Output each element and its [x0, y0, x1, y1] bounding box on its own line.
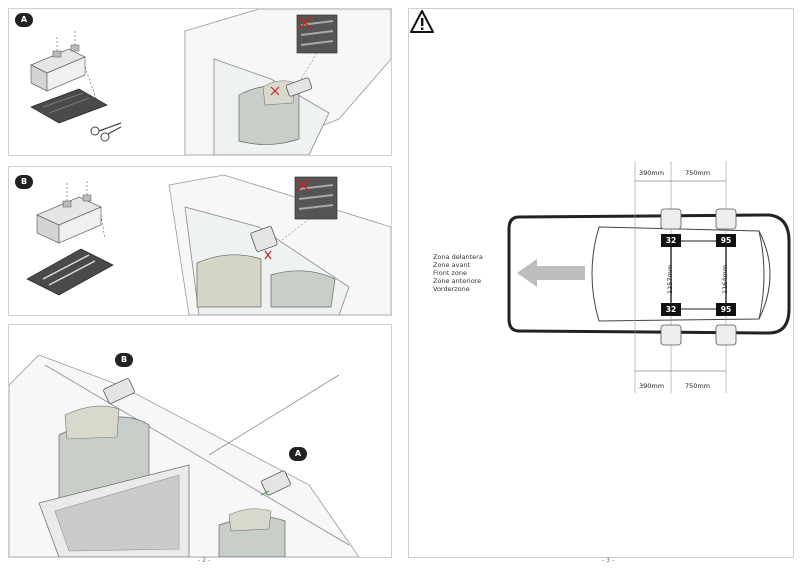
zone-label: Zone avant	[433, 261, 471, 269]
dim-bottom-right: 750mm	[685, 382, 711, 390]
zone-label: Vorderzone	[433, 285, 470, 293]
dim-top-left: 390mm	[639, 169, 665, 177]
panel-c: B A	[8, 324, 392, 558]
dim-top-right: 750mm	[685, 169, 711, 177]
position-front-bottom: 32	[661, 303, 681, 316]
panel-a: A	[8, 8, 392, 156]
position-rear-bottom: 95	[716, 303, 736, 316]
panel-b: B	[8, 166, 392, 316]
dim-bottom-left: 390mm	[639, 382, 665, 390]
dim-vert-left: 1257mm	[666, 264, 674, 294]
left-page: A	[8, 8, 392, 564]
zone-list: Zona delantera Zone avant Front zone Zon…	[433, 253, 483, 293]
diagram-panel: Zona delantera Zone avant Front zone Zon…	[408, 8, 794, 558]
panel-a-badge: A	[15, 13, 33, 27]
panel-c-badge-b: B	[115, 353, 133, 367]
panel-b-illustration	[26, 174, 391, 315]
panel-c-illustration	[9, 354, 360, 557]
panel-b-badge: B	[15, 175, 33, 189]
warning-icon	[410, 10, 434, 33]
zone-label: Front zone	[433, 269, 468, 277]
dim-vert-right: 1164mm	[721, 264, 729, 294]
page-number-right: - 3 -	[602, 557, 614, 564]
right-page: Zona delantera Zone avant Front zone Zon…	[400, 0, 800, 568]
position-front-top: 32	[661, 234, 681, 247]
position-rear-top: 95	[716, 234, 736, 247]
panel-c-badge-a: A	[289, 447, 307, 461]
panel-a-illustration	[30, 9, 391, 155]
zone-label: Zone anteriore	[433, 277, 482, 285]
zone-label: Zona delantera	[433, 253, 483, 261]
page-number-left: - 2 -	[198, 557, 210, 564]
